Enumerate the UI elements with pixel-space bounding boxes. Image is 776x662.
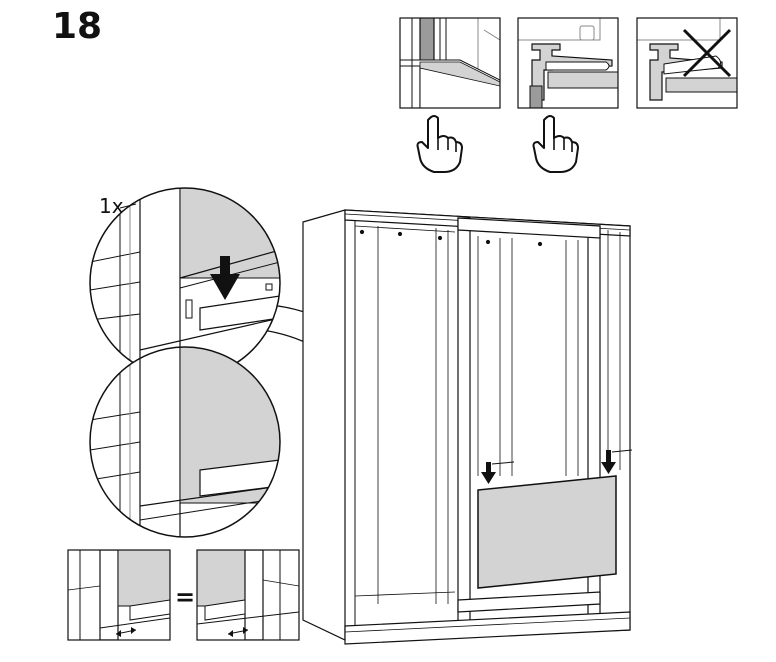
magnified-detail-bottom — [89, 346, 281, 538]
pointing-hand-icon — [416, 115, 463, 173]
callout-pointer — [119, 203, 137, 209]
down-arrow-icon — [481, 461, 515, 484]
wardrobe-illustration — [302, 209, 631, 645]
detail-panel-2 — [517, 17, 619, 109]
cross-mark-icon — [682, 28, 732, 78]
door-panel — [477, 475, 617, 589]
comparison-box-2 — [196, 549, 300, 641]
detail-panel-1 — [399, 17, 501, 109]
comparison-box-1 — [67, 549, 171, 641]
pointing-hand-icon — [532, 115, 579, 173]
step-number: 18 — [52, 6, 103, 47]
equals-sign: = — [175, 583, 196, 611]
down-arrow-icon — [210, 256, 240, 300]
down-arrow-icon — [601, 449, 633, 474]
